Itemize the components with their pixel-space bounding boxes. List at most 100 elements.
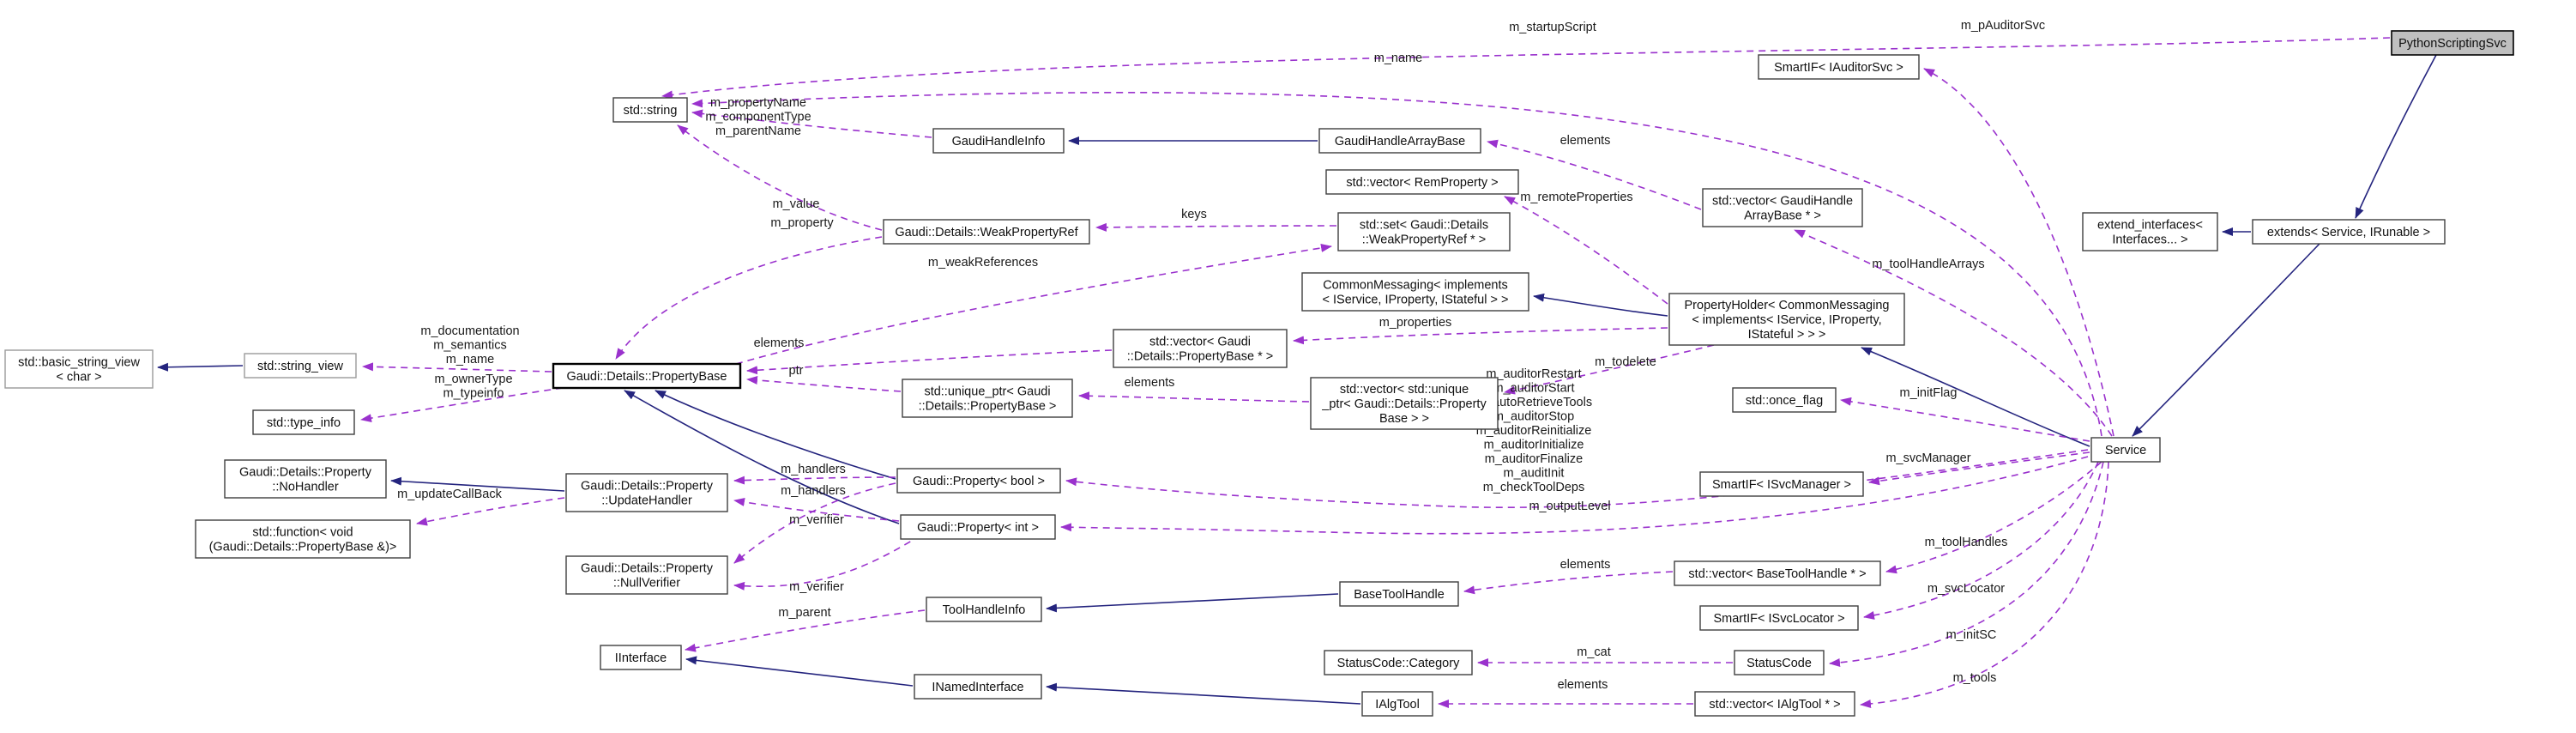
node-box-no-handler[interactable]	[224, 459, 387, 499]
node-std-string: std::string	[612, 97, 688, 123]
node-label-property-bool-0: Gaudi::Property< bool >	[913, 475, 1045, 488]
edge-property-holder-to-common-messaging	[1533, 293, 1668, 317]
edge-label-service-0: m_outputLevel	[1529, 500, 1610, 513]
edge-property-int-to-property-base	[624, 390, 900, 524]
edge-label-weak-property-ref-0: m_value	[773, 197, 820, 211]
edge-label-update-handler-0: m_updateCallBack	[397, 488, 502, 501]
edge-weak-property-ref-to-property-base	[615, 236, 883, 360]
node-box-string-view[interactable]	[244, 353, 357, 379]
node-box-vector-base-tool-handle[interactable]	[1674, 560, 1881, 586]
node-box-set-weak-property-ref[interactable]	[1337, 212, 1511, 251]
node-box-basic-string-view[interactable]	[4, 349, 154, 389]
node-label-update-handler-0: Gaudi::Details::Property	[581, 480, 714, 494]
node-box-vector-gaudi-handle-array-base[interactable]	[1702, 188, 1863, 227]
node-label-std-function-1: (Gaudi::Details::PropertyBase &)>	[209, 541, 397, 554]
node-label-vector-base-tool-handle-0: std::vector< BaseToolHandle * >	[1688, 567, 1866, 581]
edge-label-service-7: m_auditInit	[1504, 467, 1565, 481]
edge-property-holder-to-vector-unique-ptr	[1504, 344, 1715, 395]
node-box-type-info[interactable]	[252, 409, 355, 435]
edge-python-scripting-svc-to-extends-service-irunable	[2355, 54, 2437, 219]
node-box-gaudi-handle-array-base[interactable]	[1318, 128, 1481, 154]
node-box-common-messaging[interactable]	[1301, 272, 1529, 312]
node-box-once-flag[interactable]	[1732, 387, 1837, 413]
node-box-extend-interfaces[interactable]	[2082, 212, 2218, 251]
edge-label-vector-unique-ptr-0: elements	[1125, 376, 1175, 390]
edge-property-base-to-set-weak-property-ref	[735, 243, 1332, 365]
edge-label-vector-base-tool-handle-0: elements	[1560, 558, 1611, 572]
node-box-std-string[interactable]	[612, 97, 688, 123]
node-box-statuscode-category[interactable]	[1324, 650, 1473, 675]
edge-service-to-property-int	[1060, 456, 2089, 535]
node-box-property-int[interactable]	[900, 514, 1056, 540]
node-box-service[interactable]	[2090, 437, 2161, 463]
node-box-python-scripting-svc[interactable]	[2391, 30, 2514, 56]
node-box-property-base[interactable]	[552, 362, 742, 390]
node-box-weak-property-ref[interactable]	[883, 219, 1090, 245]
node-label-basic-string-view-0: std::basic_string_view	[18, 356, 140, 370]
node-label-smartif-iauditorsvc-0: SmartIF< IAuditorSvc >	[1774, 61, 1903, 75]
node-box-update-handler[interactable]	[565, 473, 728, 512]
edge-property-holder-to-vector-property-base	[1293, 327, 1668, 345]
node-box-statuscode[interactable]	[1734, 650, 1825, 675]
node-box-smartif-isvcmanager[interactable]	[1699, 471, 1864, 497]
node-property-base: Gaudi::Details::PropertyBase	[552, 362, 742, 390]
edge-string-view-to-basic-string-view	[157, 362, 244, 372]
node-label-vector-rem-property-0: std::vector< RemProperty >	[1346, 176, 1498, 190]
node-label-vector-property-base-1: ::Details::PropertyBase * >	[1127, 350, 1273, 364]
node-box-vector-rem-property[interactable]	[1325, 169, 1519, 195]
node-box-inamed-interface[interactable]	[914, 674, 1042, 700]
node-type-info: std::type_info	[252, 409, 355, 435]
node-box-property-bool[interactable]	[896, 468, 1061, 494]
node-box-vector-property-base[interactable]	[1113, 329, 1288, 368]
node-service: Service	[2090, 437, 2161, 463]
edge-label-service-0: m_auditorRestart	[1486, 367, 1581, 381]
node-label-set-weak-property-ref-1: ::WeakPropertyRef * >	[1362, 233, 1486, 247]
node-box-base-tool-handle[interactable]	[1339, 581, 1459, 607]
node-no-handler: Gaudi::Details::Property::NoHandler	[224, 459, 387, 499]
edge-service-to-smartif-isvclocator	[1863, 461, 2099, 620]
edge-property-int-to-update-handler	[733, 498, 900, 522]
node-label-vector-gaudi-handle-array-base-0: std::vector< GaudiHandle	[1712, 195, 1853, 209]
node-box-ialgtool[interactable]	[1361, 691, 1433, 717]
node-box-extends-service-irunable[interactable]	[2252, 219, 2446, 245]
edge-label-service-0: m_initSC	[1946, 628, 1997, 642]
node-label-extends-service-irunable-0: extends< Service, IRunable >	[2267, 226, 2430, 239]
node-box-null-verifier[interactable]	[565, 555, 728, 595]
node-box-unique-ptr-property-base[interactable]	[902, 379, 1073, 418]
node-box-vector-ialgtool[interactable]	[1694, 691, 1855, 717]
node-label-common-messaging-1: < IService, IProperty, IStateful > >	[1323, 294, 1509, 307]
edge-label-service-0: m_name	[1374, 51, 1422, 65]
node-iinterface: IInterface	[600, 645, 682, 670]
node-vector-gaudi-handle-array-base: std::vector< GaudiHandleArrayBase * >	[1702, 188, 1863, 227]
node-box-property-holder[interactable]	[1668, 293, 1905, 346]
node-label-property-base-0: Gaudi::Details::PropertyBase	[567, 370, 727, 384]
node-box-smartif-isvclocator[interactable]	[1699, 605, 1859, 631]
node-box-tool-handle-info[interactable]	[926, 597, 1042, 622]
node-box-iinterface[interactable]	[600, 645, 682, 670]
edge-label-property-base-1: m_semantics	[433, 339, 506, 353]
node-smartif-isvclocator: SmartIF< ISvcLocator >	[1699, 605, 1859, 631]
node-label-std-string-0: std::string	[624, 104, 678, 118]
edge-label-vector-ialgtool-0: elements	[1558, 678, 1608, 692]
edge-service-to-smartif-iauditorsvc	[1923, 68, 2114, 437]
node-box-smartif-iauditorsvc[interactable]	[1758, 54, 1920, 80]
node-label-common-messaging-0: CommonMessaging< implements	[1323, 279, 1508, 293]
node-null-verifier: Gaudi::Details::Property::NullVerifier	[565, 555, 728, 595]
node-property-bool: Gaudi::Property< bool >	[896, 468, 1061, 494]
edge-label-vector-gaudi-handle-array-base-0: elements	[1560, 134, 1611, 148]
edge-label-service-1: m_auditorStart	[1493, 382, 1574, 396]
edge-label-property-base-1: m_typeinfo	[443, 387, 504, 401]
edge-label-property-int-0: m_handlers	[781, 484, 846, 498]
edge-label-property-holder-0: m_todelete	[1595, 355, 1656, 369]
node-label-set-weak-property-ref-0: std::set< Gaudi::Details	[1360, 219, 1488, 233]
node-gaudi-handle-array-base: GaudiHandleArrayBase	[1318, 128, 1481, 154]
edge-service-to-smartif-isvcmanager	[1868, 451, 2090, 486]
node-box-std-function[interactable]	[195, 519, 411, 559]
node-box-gaudi-handle-info[interactable]	[932, 128, 1065, 154]
node-label-extend-interfaces-0: extend_interfaces<	[2097, 219, 2203, 233]
node-box-vector-unique-ptr[interactable]	[1310, 377, 1499, 430]
node-label-vector-gaudi-handle-array-base-1: ArrayBase * >	[1744, 209, 1821, 223]
node-smartif-isvcmanager: SmartIF< ISvcManager >	[1699, 471, 1864, 497]
edge-label-statuscode-0: m_cat	[1577, 645, 1611, 659]
